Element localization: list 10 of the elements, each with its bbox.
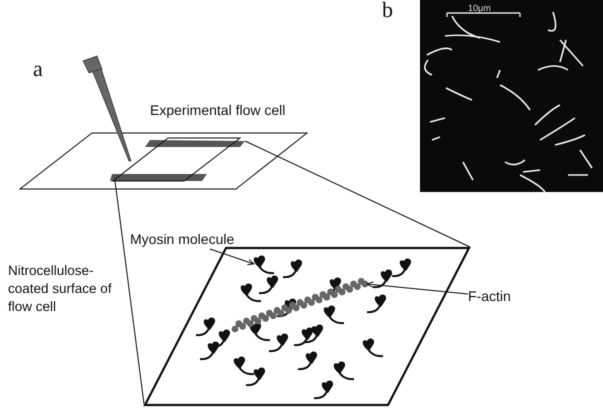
leader-line <box>366 281 468 295</box>
panel-label: a <box>33 61 44 76</box>
myosin-drawing <box>254 255 274 274</box>
panel-label: b <box>382 2 394 17</box>
actin-filament-drawing <box>232 278 368 332</box>
scale-label: 10μm <box>468 2 492 15</box>
callout-label: F-actin <box>468 289 538 304</box>
flow-cell-label: Experimental flow cell <box>150 103 286 118</box>
surface-label: Nitrocellulose-coated surface of flow cell <box>8 262 113 316</box>
callout-label: Myosin molecule <box>130 232 240 247</box>
